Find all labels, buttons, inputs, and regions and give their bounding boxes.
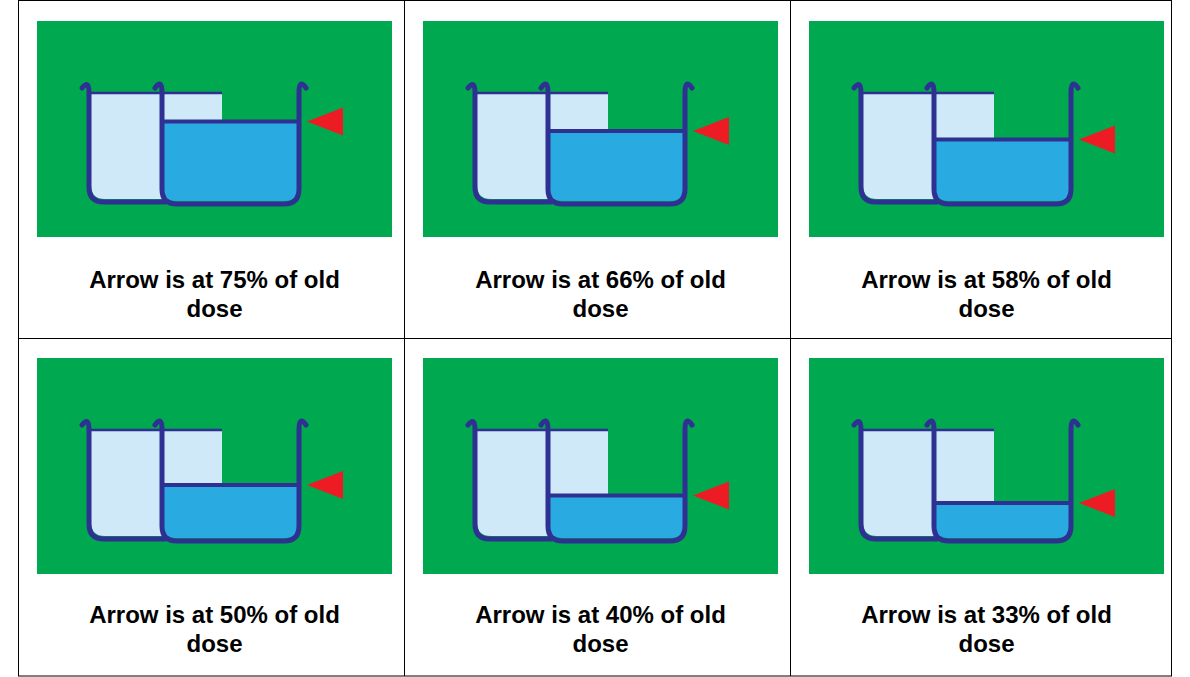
new-dose-water bbox=[936, 503, 1069, 538]
old-dose-cup bbox=[468, 84, 551, 202]
cup-illustration bbox=[37, 21, 392, 237]
new-dose-cup bbox=[155, 84, 306, 204]
new-dose-water bbox=[936, 140, 1069, 201]
new-dose-cup bbox=[927, 84, 1078, 204]
old-dose-cup bbox=[854, 84, 937, 202]
level-arrow bbox=[307, 471, 343, 499]
level-arrow bbox=[307, 108, 343, 136]
old-dose-level bbox=[475, 92, 608, 95]
green-panel bbox=[809, 21, 1164, 237]
new-dose-level bbox=[934, 501, 1071, 505]
new-dose-level bbox=[548, 129, 685, 133]
cup-illustration bbox=[423, 358, 778, 574]
cup-illustration bbox=[37, 358, 392, 574]
table-grid bbox=[18, 0, 1172, 676]
cup-illustration bbox=[423, 21, 778, 237]
green-panel bbox=[423, 21, 778, 237]
level-arrow bbox=[693, 482, 729, 510]
caption-text: Arrow is at 50% of old dose bbox=[70, 600, 360, 658]
cup-illustration bbox=[809, 358, 1164, 574]
level-arrow bbox=[1079, 489, 1115, 517]
new-dose-water bbox=[164, 485, 297, 538]
caption-text: Arrow is at 40% of old dose bbox=[456, 600, 746, 658]
level-arrow bbox=[693, 117, 729, 145]
old-dose-level bbox=[475, 429, 608, 432]
table-border bbox=[19, 1, 1172, 677]
old-dose-cup bbox=[468, 421, 551, 539]
old-dose-cup bbox=[82, 421, 165, 539]
green-panel bbox=[809, 358, 1164, 574]
caption-text: Arrow is at 66% of old dose bbox=[456, 265, 746, 323]
old-dose-level bbox=[89, 92, 222, 95]
new-dose-cup bbox=[541, 84, 692, 204]
new-dose-level bbox=[162, 120, 299, 124]
table-rule bbox=[18, 338, 1172, 339]
green-panel bbox=[423, 358, 778, 574]
old-dose-cup bbox=[82, 84, 165, 202]
caption-text: Arrow is at 33% of old dose bbox=[842, 600, 1132, 658]
old-dose-level bbox=[89, 429, 222, 432]
new-dose-cup bbox=[155, 421, 306, 541]
new-dose-level bbox=[548, 494, 685, 498]
old-dose-cup bbox=[854, 421, 937, 539]
level-arrow bbox=[1079, 126, 1115, 154]
cup-illustration bbox=[809, 21, 1164, 237]
new-dose-level bbox=[934, 138, 1071, 142]
new-dose-level bbox=[162, 483, 299, 487]
green-panel bbox=[37, 358, 392, 574]
new-dose-cup bbox=[927, 421, 1078, 541]
caption-text: Arrow is at 58% of old dose bbox=[842, 265, 1132, 323]
new-dose-water bbox=[550, 496, 683, 538]
new-dose-cup bbox=[541, 421, 692, 541]
new-dose-water bbox=[550, 131, 683, 201]
green-panel bbox=[37, 21, 392, 237]
old-dose-level bbox=[861, 429, 994, 432]
caption-text: Arrow is at 75% of old dose bbox=[70, 265, 360, 323]
new-dose-water bbox=[164, 122, 297, 202]
old-dose-level bbox=[861, 92, 994, 95]
